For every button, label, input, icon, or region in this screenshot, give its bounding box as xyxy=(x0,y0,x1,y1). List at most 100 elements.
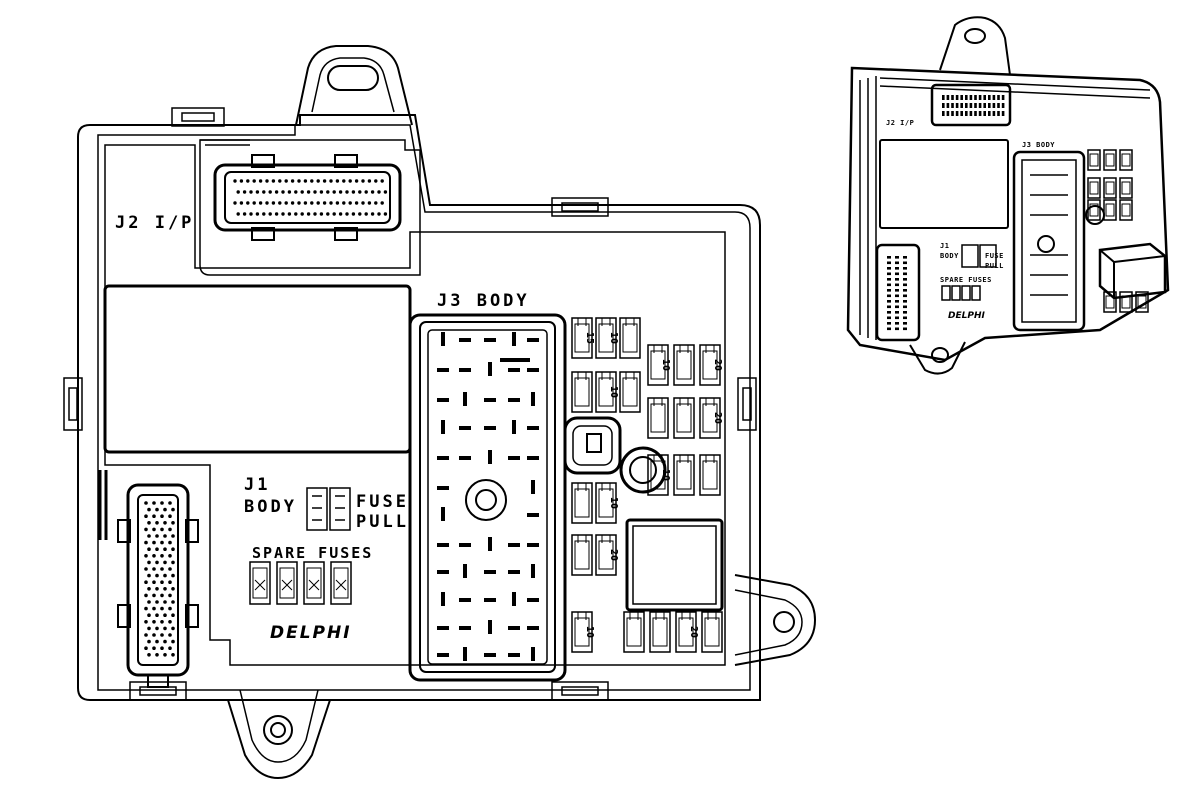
side-j1-pin xyxy=(903,305,907,309)
j2-pin xyxy=(271,201,276,205)
side-j1-pin xyxy=(903,322,907,325)
side-j1-pin xyxy=(903,294,907,298)
j2-pin xyxy=(284,179,288,183)
mini-fuse: 20 xyxy=(699,344,723,386)
j2-pin xyxy=(367,179,372,183)
j1-pin xyxy=(147,600,151,604)
j3-terminal-slot xyxy=(459,598,471,602)
j2-pin xyxy=(329,201,333,205)
side-j2-pin xyxy=(955,111,959,116)
side-j1-pin xyxy=(895,311,899,314)
side-spare-fuse xyxy=(951,285,961,301)
brand-logo: DELPHI xyxy=(270,623,352,643)
j3-terminal-slot xyxy=(459,426,471,430)
j1-pin xyxy=(163,653,167,657)
fuse-rating-f10: 20 xyxy=(688,626,699,638)
j3-terminal-slot xyxy=(508,456,520,460)
j1-pin xyxy=(168,554,172,558)
j1-pin xyxy=(171,560,175,565)
side-j2-pin xyxy=(974,103,977,108)
housing-panel-outline xyxy=(104,144,726,666)
j1-pin xyxy=(163,600,167,604)
side-j1-pin xyxy=(895,256,899,259)
side-spare-fuse xyxy=(961,285,971,301)
side-j2-pin xyxy=(974,111,977,116)
side-fuse xyxy=(1103,199,1117,221)
side-j1-pin xyxy=(887,272,891,276)
j3-terminal-slot xyxy=(512,420,516,434)
fuse-rating-f4: 20 xyxy=(712,359,723,371)
side-fuse xyxy=(1103,149,1117,171)
j3-terminal-slot xyxy=(459,338,471,342)
side-j2-pin xyxy=(960,111,963,116)
j1-pin xyxy=(155,626,159,631)
j2-pin xyxy=(361,201,365,205)
side-j2-pin xyxy=(983,103,986,108)
j3-body-connector xyxy=(408,313,567,682)
j2-pin xyxy=(306,212,311,216)
j2-pin xyxy=(274,190,279,194)
side-j1-pin xyxy=(887,261,891,265)
mini-fuse: 10 xyxy=(595,317,619,359)
j2-pin xyxy=(300,190,304,194)
j2-pin xyxy=(265,179,269,183)
j2-pin xyxy=(242,190,247,194)
j2-pin xyxy=(383,212,388,216)
j3-terminal-slot xyxy=(484,653,496,657)
j1-pin xyxy=(144,567,148,571)
side-j1-pin xyxy=(887,316,891,320)
fuse-rating-f3: 10 xyxy=(660,359,671,371)
side-j1-pin xyxy=(903,316,907,320)
j2-pin xyxy=(278,201,282,205)
side-j2-pin xyxy=(965,95,968,100)
j1-pin xyxy=(144,580,148,584)
j1-pin xyxy=(144,514,148,518)
side-j2-pin xyxy=(955,95,959,100)
j3-terminal-slot xyxy=(527,626,539,630)
side-j2-pin xyxy=(997,111,1000,116)
j1-pin xyxy=(152,633,156,637)
mini-fuse xyxy=(623,611,645,653)
side-j2-pin xyxy=(1001,103,1005,108)
side-j1-label-line2: BODY xyxy=(940,252,959,260)
j1-pin xyxy=(147,521,151,525)
j3-terminal-slot xyxy=(484,598,496,602)
j3-terminal-slot xyxy=(488,620,492,634)
j2-pin xyxy=(281,212,285,216)
side-fuse-cluster xyxy=(1087,149,1149,313)
j1-pin xyxy=(171,507,175,512)
j1-pin xyxy=(163,507,167,512)
side-j1-pin xyxy=(903,272,907,276)
j3-terminal-slot xyxy=(463,647,467,661)
j1-pin xyxy=(152,514,156,518)
side-j1-pin xyxy=(887,327,891,331)
side-j2-pin xyxy=(1001,95,1005,100)
j2-pin xyxy=(297,201,301,205)
side-fuse xyxy=(1119,199,1133,221)
side-j2-pin xyxy=(997,95,1000,100)
j3-terminal-slot xyxy=(508,398,520,402)
j2-pin xyxy=(249,212,253,216)
side-j2-pin xyxy=(942,103,945,108)
j2-pin xyxy=(233,179,237,183)
side-j2-pin xyxy=(997,103,1000,108)
j1-pin xyxy=(144,527,148,532)
side-fuse xyxy=(1119,149,1133,171)
top-mounting-ear xyxy=(295,45,413,126)
j3-terminal-slot xyxy=(527,513,539,517)
edge-clips xyxy=(63,107,757,701)
j3-terminal-slot xyxy=(488,450,492,464)
j3-terminal-slot xyxy=(463,392,467,406)
mini-fuse xyxy=(673,454,695,496)
mini-fuse xyxy=(699,454,721,496)
j1-pin xyxy=(160,554,164,558)
side-j1-pin xyxy=(903,261,907,265)
side-fuse xyxy=(1087,149,1101,171)
j1-pin xyxy=(155,653,159,657)
j3-terminal-slot xyxy=(500,358,530,362)
j1-pin xyxy=(168,580,172,584)
side-fuse xyxy=(1087,177,1101,199)
j1-pin xyxy=(171,534,175,538)
j1-pin xyxy=(171,613,175,617)
j1-pin xyxy=(171,587,175,591)
